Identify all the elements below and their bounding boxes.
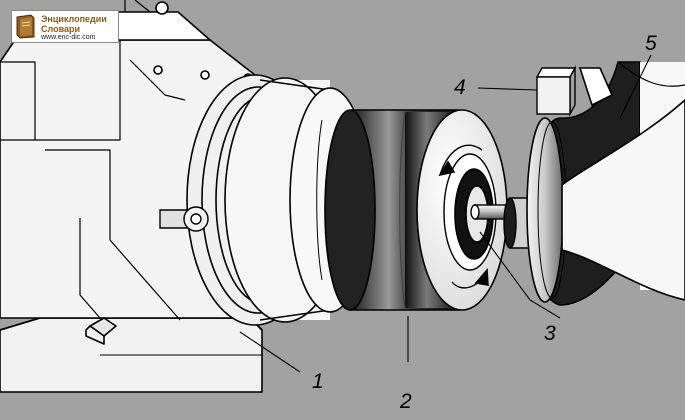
- label-1: 1: [312, 370, 324, 393]
- label-4: 4: [454, 76, 466, 99]
- label-3: 3: [544, 322, 556, 345]
- watermark-url: www.enc-dic.com: [41, 34, 96, 41]
- rotary-chuck: [324, 109, 508, 311]
- label-2: 2: [399, 390, 412, 413]
- label-5: 5: [645, 32, 657, 55]
- watermark-badge: Энциклопедии Словари www.enc-dic.com: [11, 10, 119, 43]
- leader-line-4: [477, 87, 538, 91]
- leader-line-1: [239, 331, 301, 373]
- leader-line-5: [619, 54, 652, 119]
- workpiece-plate: [526, 61, 685, 306]
- tool-block: [535, 65, 577, 117]
- leader-line-3: [479, 231, 561, 319]
- watermark-subtitle: Словари: [41, 24, 81, 34]
- book-icon: [16, 14, 35, 39]
- machine-housing: [0, 0, 263, 393]
- watermark-title: Энциклопедии: [41, 14, 107, 24]
- leader-lines: [239, 54, 652, 373]
- clamp-knob: [159, 206, 209, 232]
